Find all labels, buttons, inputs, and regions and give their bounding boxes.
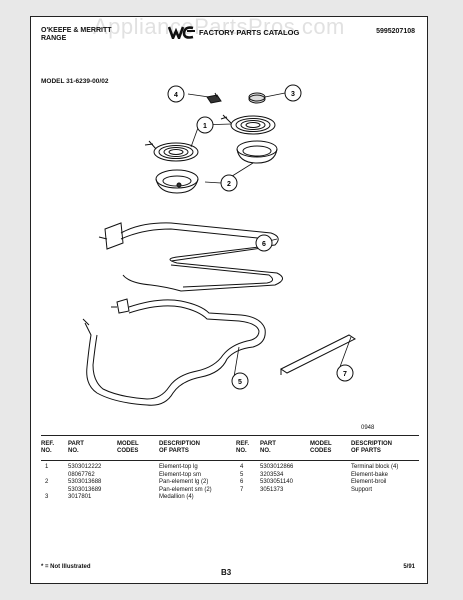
table-row: 7 3051373 Support <box>240 486 373 493</box>
brand-name: O'KEEFE & MERRITT <box>41 27 112 34</box>
callout-6: 6 <box>255 234 273 252</box>
table-row: 08067762 Element-top sm <box>68 471 202 478</box>
table-row: 6 5303051140 Element-broil <box>240 479 387 486</box>
callout-1-label: 1 <box>203 123 207 130</box>
right-rows: 4 5303012866 Terminal block (4) 5 320353… <box>236 464 421 494</box>
catalog-number: 5995207108 <box>376 28 415 35</box>
callout-7: 7 <box>336 364 354 382</box>
brand-block: O'KEEFE & MERRITT RANGE <box>41 27 112 43</box>
catalog-title: FACTORY PARTS CATALOG <box>199 28 300 37</box>
watermark: AppliancePartsPros.com <box>93 14 345 39</box>
wci-logo-icon <box>168 26 195 39</box>
table-row: 5303013689 Pan-element sm (2) <box>68 486 212 493</box>
table-row: 5 3203534 Element-bake <box>240 471 389 478</box>
table-top-rule <box>41 435 419 436</box>
drip-pan-large <box>236 140 278 164</box>
ref-header: REF.NO. <box>41 441 55 454</box>
model-number: MODEL 31-6239-00/02 <box>41 78 109 85</box>
callout-3: 3 <box>284 84 302 102</box>
surface-element-large <box>220 114 276 135</box>
callout-4: 4 <box>167 85 185 103</box>
revision-date: 5/91 <box>403 564 415 570</box>
figure-code: 0948 <box>361 425 375 431</box>
callout-6-label: 6 <box>262 241 266 248</box>
parts-catalog-page: AppliancePartsPros.com O'KEEFE & MERRITT… <box>30 14 428 584</box>
not-illustrated-note: * = Not Illustrated <box>41 564 91 570</box>
table-row: 2 5303013688 Pan-element lg (2) <box>45 479 209 486</box>
callout-5-label: 5 <box>238 379 242 386</box>
callout-4-label: 4 <box>174 92 178 99</box>
table-row: 1 5303012222 Element-top lg <box>45 464 198 470</box>
medallion-part <box>248 92 266 104</box>
callout-2: 2 <box>220 174 238 192</box>
callout-2-label: 2 <box>227 181 231 188</box>
surface-element-small <box>144 140 199 162</box>
page-number: B3 <box>221 568 232 577</box>
callout-1: 1 <box>196 116 214 134</box>
exploded-parts-diagram: 4 3 1 2 6 5 7 <box>82 84 356 406</box>
table-row: 3 3017801 Medallion (4) <box>45 494 194 501</box>
table-row: 4 5303012866 Terminal block (4) <box>240 464 399 470</box>
appliance-type: RANGE <box>41 35 67 42</box>
ref-header-right: REF.NO. <box>236 441 250 454</box>
terminal-block-part <box>206 92 222 104</box>
bake-element <box>82 298 266 406</box>
left-rows: 1 5303012222 Element-top lg 08067762 Ele… <box>41 464 231 502</box>
callout-5: 5 <box>231 372 249 390</box>
callout-7-label: 7 <box>343 371 347 378</box>
broil-element <box>98 222 283 292</box>
header-underline-rule <box>41 460 419 461</box>
support-bracket <box>280 334 356 375</box>
drip-pan-small <box>155 169 199 194</box>
callout-3-label: 3 <box>291 91 295 98</box>
